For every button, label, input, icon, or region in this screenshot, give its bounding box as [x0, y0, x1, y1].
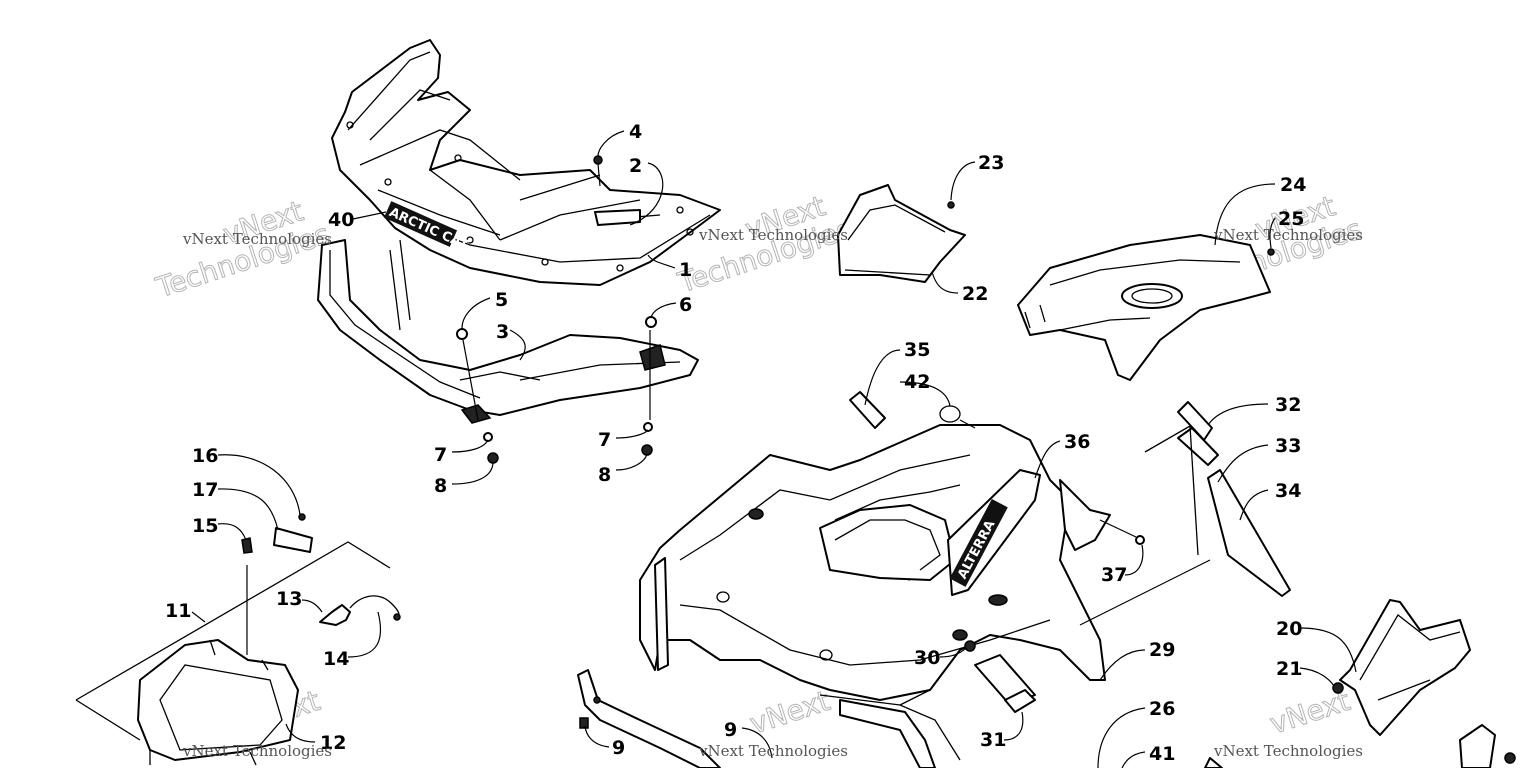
guide-line — [1079, 559, 1211, 626]
front-rack: ARCTIC CAT — [331, 39, 721, 286]
callout-36: 36 — [1064, 431, 1090, 453]
hardware-30-31 — [964, 640, 1036, 713]
callout-8a: 8 — [434, 475, 447, 497]
watermark-text: vNext Technologies — [1213, 742, 1363, 760]
leader-lines — [191, 130, 1357, 769]
callout-29: 29 — [1149, 639, 1175, 661]
callout-labels: 1 2 3 4 5 6 7 7 8 8 9 9 11 12 13 14 15 1… — [165, 121, 1306, 765]
callout-25: 25 — [1278, 208, 1304, 230]
callout-40: 40 — [328, 209, 354, 231]
callout-31: 31 — [980, 729, 1006, 751]
upper-console — [1017, 234, 1275, 381]
handlebar-cover — [837, 184, 966, 283]
callout-26: 26 — [1149, 698, 1175, 720]
watermark-text: vNext Technologies — [698, 226, 848, 244]
callout-6: 6 — [679, 294, 692, 316]
callout-8b: 8 — [598, 464, 611, 486]
callout-11: 11 — [165, 600, 191, 622]
watermark-large-line1: vNext — [746, 684, 834, 741]
callout-9b: 9 — [724, 719, 737, 741]
callout-35: 35 — [904, 339, 930, 361]
callout-34: 34 — [1275, 480, 1301, 502]
fastener-37 — [1099, 519, 1145, 545]
watermark-text: vNext Technologies — [182, 742, 332, 760]
callout-17: 17 — [192, 479, 218, 501]
front-bumper-bar — [317, 239, 699, 424]
callout-5: 5 — [495, 289, 508, 311]
callout-3: 3 — [496, 321, 509, 343]
callout-1: 1 — [679, 259, 692, 281]
callout-37: 37 — [1101, 564, 1127, 586]
callout-7b: 7 — [598, 429, 611, 451]
callout-4: 4 — [629, 121, 642, 143]
callout-21: 21 — [1276, 658, 1302, 680]
callout-12: 12 — [320, 732, 346, 754]
watermark-text: vNext Technologies — [698, 742, 848, 760]
rack-hardware — [456, 155, 657, 464]
headlight-assembly — [75, 513, 401, 766]
callout-20: 20 — [1276, 618, 1302, 640]
watermark-text: vNext Technologies — [1213, 226, 1363, 244]
callout-15: 15 — [192, 515, 218, 537]
front-fender: ALTERRA — [639, 424, 1111, 769]
watermark-text-layer: vNext Technologies vNext Technologies vN… — [182, 226, 1363, 760]
callout-30: 30 — [914, 647, 940, 669]
callout-23: 23 — [978, 152, 1004, 174]
callout-32: 32 — [1275, 394, 1301, 416]
callout-9a: 9 — [612, 737, 625, 759]
callout-42: 42 — [904, 371, 930, 393]
callout-14: 14 — [323, 648, 349, 670]
callout-16: 16 — [192, 445, 218, 467]
callout-13: 13 — [276, 588, 302, 610]
callout-7a: 7 — [434, 444, 447, 466]
watermark-text: vNext Technologies — [182, 230, 332, 248]
callout-24: 24 — [1280, 174, 1306, 196]
callout-33: 33 — [1275, 435, 1301, 457]
decals — [849, 391, 1291, 597]
callout-22: 22 — [962, 283, 988, 305]
callout-2: 2 — [629, 155, 642, 177]
callout-41: 41 — [1149, 743, 1175, 765]
